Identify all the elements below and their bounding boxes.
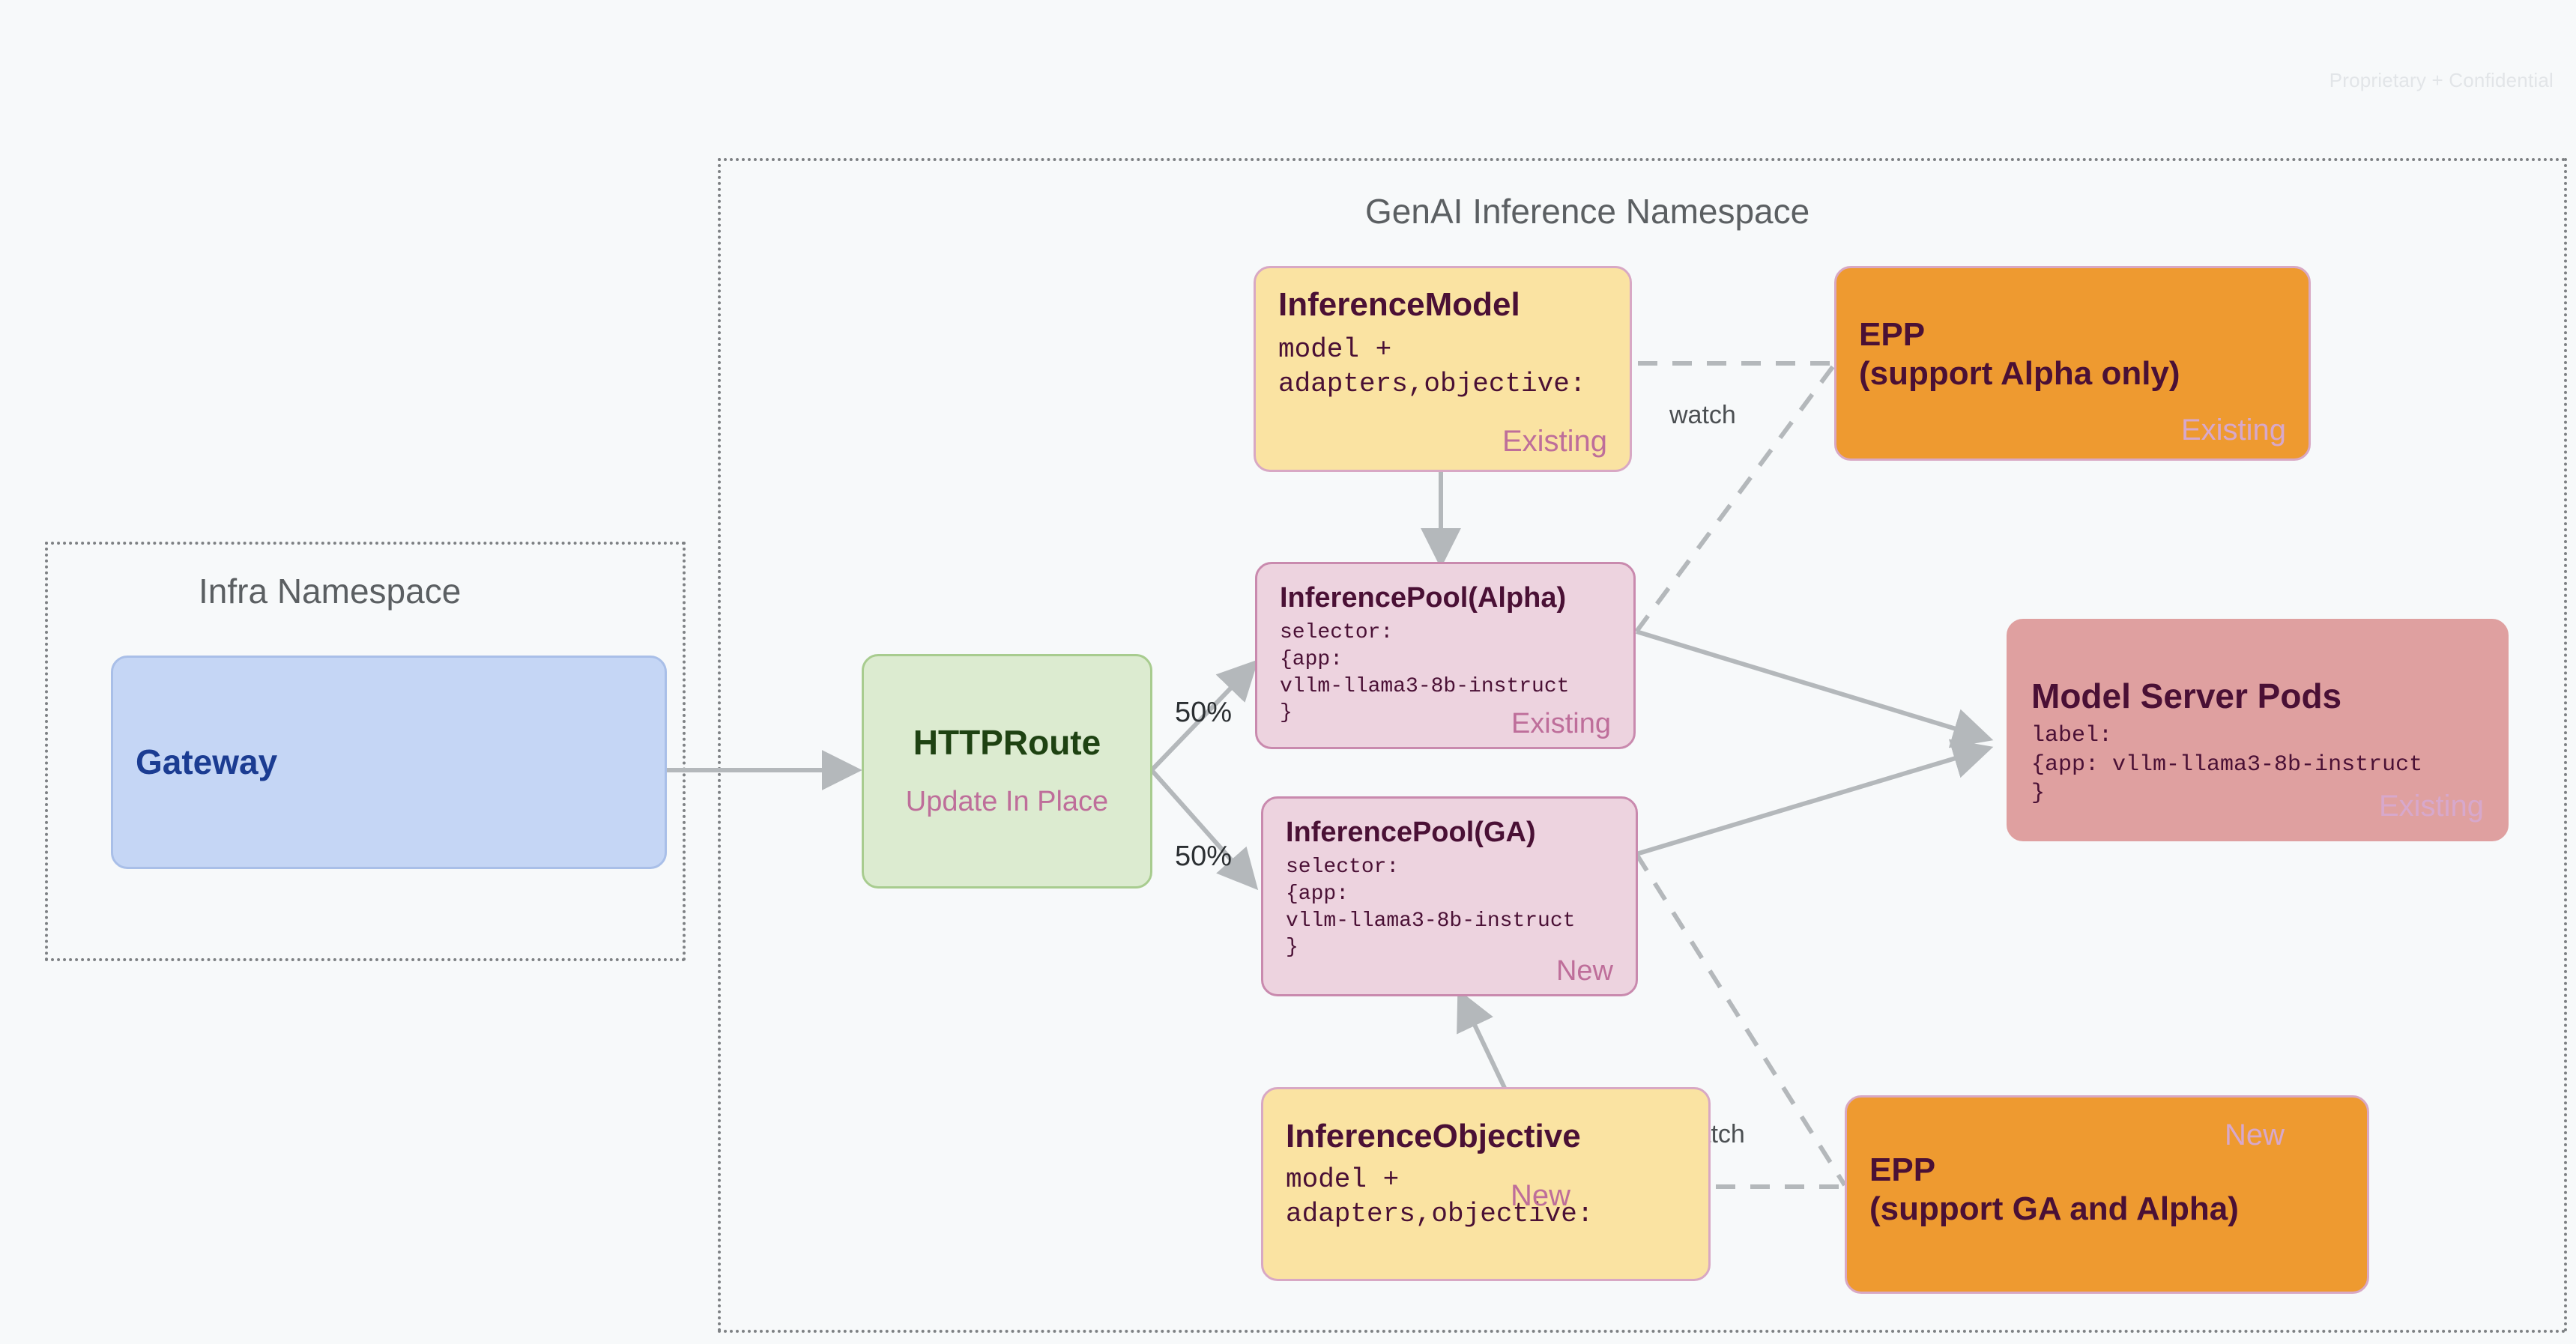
- node-epp-alpha-title-line1: EPP: [1859, 316, 1926, 353]
- node-epp-alpha-title-line2: (support Alpha only): [1859, 355, 2180, 393]
- node-model-server-pods-body: label: {app: vllm-llama3-8b-instruct }: [2031, 723, 2423, 807]
- node-model-server-pods-badge: Existing: [2378, 790, 2484, 823]
- node-epp-ga-badge: New: [2224, 1119, 2285, 1151]
- infra-namespace-title: Infra Namespace: [199, 572, 462, 611]
- node-httproute[interactable]: HTTPRoute Update In Place: [862, 654, 1152, 889]
- node-httproute-title: HTTPRoute: [913, 722, 1101, 762]
- node-inference-pool-ga-body: selector: {app: vllm-llama3-8b-instruct …: [1286, 855, 1576, 960]
- node-inference-pool-alpha-body: selector: {app: vllm-llama3-8b-instruct …: [1280, 620, 1570, 725]
- edge-label-split-top: 50%: [1175, 697, 1233, 728]
- node-inference-objective-body: model + adapters,objective:: [1286, 1164, 1594, 1230]
- node-inference-objective-title: InferenceObjective: [1286, 1118, 1581, 1154]
- node-gateway[interactable]: Gateway: [111, 656, 667, 869]
- node-gateway-title: Gateway: [136, 742, 278, 782]
- genai-namespace-boundary: [718, 158, 2567, 1333]
- edge-label-watch-top: watch: [1669, 401, 1736, 429]
- node-model-server-pods[interactable]: Model Server Pods label: {app: vllm-llam…: [2007, 619, 2509, 841]
- node-model-server-pods-title: Model Server Pods: [2031, 676, 2342, 715]
- node-epp-alpha-badge: Existing: [2180, 414, 2286, 447]
- node-inference-model[interactable]: InferenceModel model + adapters,objectiv…: [1254, 266, 1632, 472]
- node-inference-pool-alpha[interactable]: InferencePool(Alpha) selector: {app: vll…: [1255, 562, 1636, 749]
- node-epp-ga-title-line2: (support GA and Alpha): [1869, 1190, 2239, 1228]
- node-inference-objective[interactable]: InferenceObjective model + adapters,obje…: [1261, 1087, 1711, 1281]
- node-inference-pool-alpha-title: InferencePool(Alpha): [1280, 582, 1567, 614]
- edge-label-split-bottom: 50%: [1175, 841, 1233, 872]
- genai-namespace-title: GenAI Inference Namespace: [1365, 192, 1810, 231]
- node-epp-ga-title-line1: EPP: [1869, 1151, 1936, 1188]
- node-inference-pool-ga-title: InferencePool(GA): [1286, 817, 1536, 848]
- node-inference-pool-ga[interactable]: InferencePool(GA) selector: {app: vllm-l…: [1261, 796, 1638, 996]
- node-epp-alpha[interactable]: EPP (support Alpha only) Existing: [1834, 266, 2311, 461]
- node-inference-model-title: InferenceModel: [1278, 286, 1520, 323]
- node-inference-model-badge: Existing: [1502, 425, 1607, 458]
- node-inference-model-body: model + adapters,objective:: [1278, 334, 1586, 400]
- confidentiality-notice: Proprietary + Confidential: [2329, 69, 2554, 91]
- node-epp-ga[interactable]: EPP (support GA and Alpha) New: [1845, 1095, 2369, 1294]
- node-inference-pool-ga-badge: New: [1555, 955, 1613, 987]
- node-httproute-subtitle: Update In Place: [905, 786, 1109, 818]
- infra-namespace-boundary: [45, 542, 686, 961]
- node-inference-pool-alpha-badge: Existing: [1511, 708, 1611, 739]
- node-inference-objective-badge: New: [1511, 1179, 1571, 1212]
